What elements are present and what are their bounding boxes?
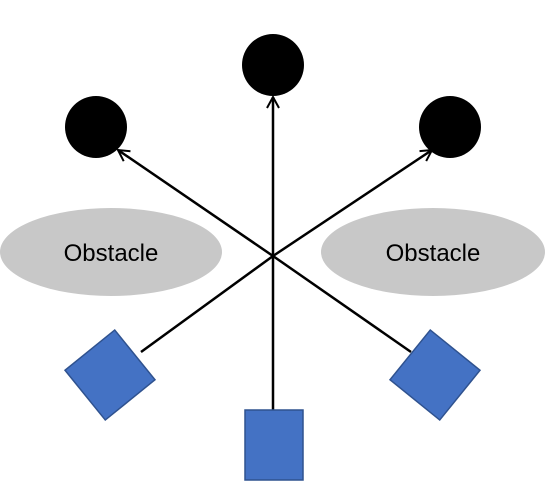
obstacle-left-label: Obstacle (64, 240, 159, 267)
obstacle-right (321, 208, 545, 296)
agent-square-right (388, 328, 482, 422)
obstacle-right-label: Obstacle (386, 240, 481, 267)
agent-square-bottom (244, 409, 304, 481)
goal-circle-left (65, 96, 127, 158)
goal-circle-top (242, 34, 304, 96)
agent-square-left (63, 328, 157, 422)
obstacle-left (0, 208, 222, 296)
goal-circle-right (419, 96, 481, 158)
